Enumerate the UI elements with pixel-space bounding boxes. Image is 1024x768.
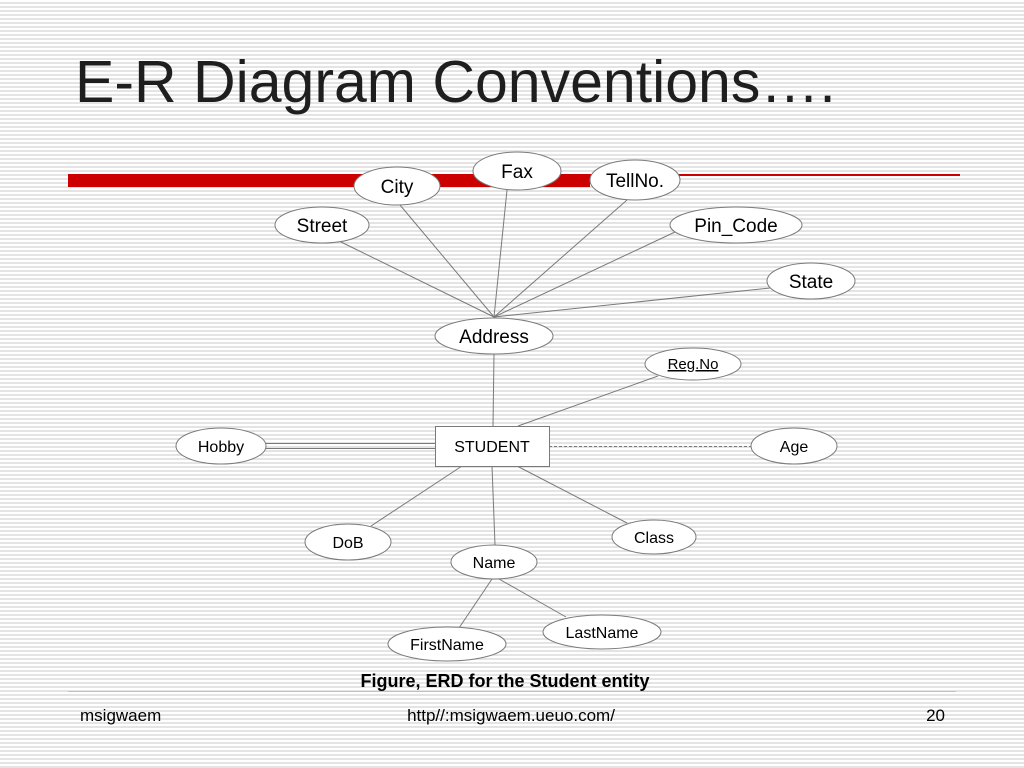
footer-page-number: 20 [926,706,945,725]
attribute-first-name-label: FirstName [410,637,484,654]
attribute-street-ellipse [274,206,370,244]
attribute-class: Class [611,519,697,555]
edge-name-student [491,465,496,546]
attribute-street-label: Street [297,216,348,237]
title-accent-bar [68,174,590,187]
attribute-fax-label: Fax [501,162,533,183]
attribute-hobby-ellipse [175,427,267,465]
attribute-city-label: City [381,177,414,198]
attribute-reg-no-label: Reg.No [668,356,719,373]
attribute-age-ellipse [750,427,838,465]
edge-firstname-name [458,578,493,629]
edge-regno-student [517,375,659,427]
edge-class-student [516,465,628,524]
attribute-tellno-label: TellNo. [606,171,664,192]
edge-state-address [493,287,771,318]
attribute-tellno-ellipse [589,159,681,201]
edge-dob-student [370,465,463,527]
attribute-class-ellipse [611,519,697,555]
attribute-first-name-ellipse [387,626,507,662]
edge-street-address [340,241,495,318]
footer-url: http//:msigwaem.ueuo.com/ [407,706,615,725]
edge-address-student [492,353,495,427]
entity-student-label: STUDENT [454,439,530,456]
attribute-pin-code: Pin_Code [669,206,803,244]
attribute-age-label: Age [780,439,809,456]
attribute-age: Age [750,427,838,465]
edge-city-address [399,204,495,318]
edge-hobby-student [262,443,435,449]
attribute-name: Name [450,544,538,580]
attribute-city: City [353,166,441,206]
attribute-first-name: FirstName [387,626,507,662]
footer-author: msigwaem [80,706,162,725]
attribute-hobby-label: Hobby [198,439,244,456]
entity-student-box [435,426,550,467]
edge-pincode-address [493,231,676,318]
attribute-last-name: LastName [542,614,662,650]
title-accent-line [590,174,960,176]
slide-title: E-R Diagram Conventions…. [75,49,836,115]
attribute-city-ellipse [353,166,441,206]
edge-tellno-address [493,199,628,318]
attribute-state: State [766,262,856,300]
attribute-reg-no: Reg.No [644,347,742,381]
attribute-pin-code-ellipse [669,206,803,244]
attribute-fax-ellipse [472,151,562,191]
attribute-state-ellipse [766,262,856,300]
attribute-dob-ellipse [304,523,392,561]
attribute-last-name-label: LastName [566,625,639,642]
attribute-name-label: Name [473,555,516,572]
attribute-address-ellipse [434,317,554,355]
attribute-class-label: Class [634,530,674,547]
attribute-name-ellipse [450,544,538,580]
attribute-state-label: State [789,272,833,293]
entity-student: STUDENT [435,426,550,467]
edge-lastname-name [498,578,567,618]
figure-caption: Figure, ERD for the Student entity [360,671,650,691]
footer-divider [68,691,956,692]
attribute-address-label: Address [459,327,529,348]
attribute-fax: Fax [472,151,562,191]
attribute-address: Address [434,317,554,355]
edges [262,189,771,629]
attribute-dob-label: DoB [332,535,363,552]
nodes: Fax City TellNo. Street Pin_Code State A… [175,151,856,662]
attribute-tellno: TellNo. [589,159,681,201]
attribute-reg-no-ellipse [644,347,742,381]
attribute-pin-code-label: Pin_Code [694,216,777,237]
edge-fax-address [493,189,508,318]
attribute-last-name-ellipse [542,614,662,650]
attribute-dob: DoB [304,523,392,561]
attribute-street: Street [274,206,370,244]
attribute-hobby: Hobby [175,427,267,465]
